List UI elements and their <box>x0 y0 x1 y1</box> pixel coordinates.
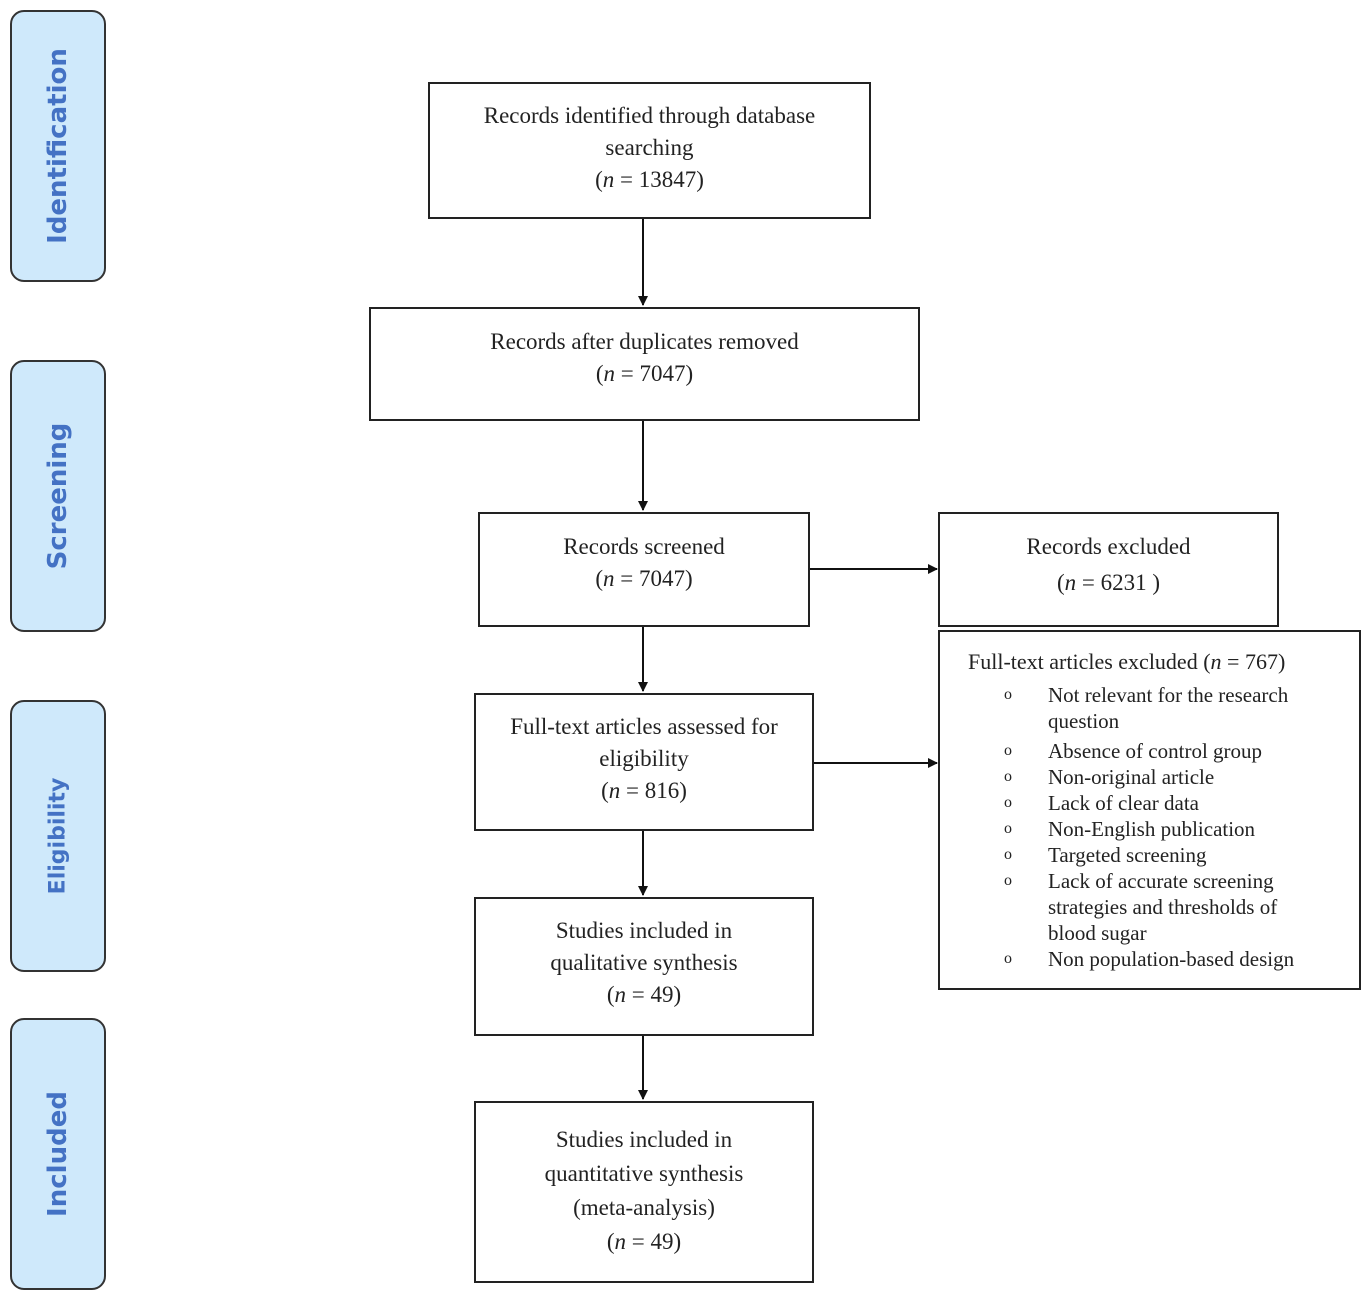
box-fulltext-assessed: Full-text articles assessed for eligibil… <box>474 693 814 831</box>
exclusion-reason: o Targeted screening <box>1004 843 1207 867</box>
box-records-excluded-line1: Records excluded <box>1026 534 1191 559</box>
exclusion-reason: o Absence of control group <box>1004 739 1263 763</box>
box-duplicates-removed: Records after duplicates removed (n = 70… <box>369 307 920 421</box>
box-records-identified-line2: searching <box>605 135 694 160</box>
phase-included: Included <box>10 1018 106 1290</box>
exclusion-reason: o Non-original article <box>1004 765 1215 789</box>
bullet-icon: o <box>1004 820 1012 837</box>
bullet-icon: o <box>1004 742 1012 759</box>
fulltext-excluded-title: Full-text articles excluded (n = 767) <box>968 649 1286 674</box>
box-records-screened-count: (n = 7047) <box>595 566 693 591</box>
box-quantitative-line3: (meta-analysis) <box>573 1195 715 1220</box>
phase-eligibility: Eligibility <box>10 700 106 972</box>
exclusion-reason: o Non-English publication <box>1004 817 1256 841</box>
box-quantitative-line1: Studies included in <box>555 1127 733 1152</box>
box-records-identified: Records identified through database sear… <box>428 82 871 219</box>
exclusion-reason: o Lack of clear data <box>1004 791 1199 815</box>
bullet-icon: o <box>1004 872 1012 889</box>
box-records-screened-line1: Records screened <box>563 534 725 559</box>
box-qualitative-synthesis: Studies included in qualitative synthesi… <box>474 897 814 1036</box>
bullet-icon: o <box>1004 846 1012 863</box>
exclusion-reasons-list: o Not relevant for the research question… <box>940 682 1359 972</box>
bullet-icon: o <box>1004 794 1012 811</box>
box-fulltext-excluded: Full-text articles excluded (n = 767) o … <box>938 630 1361 990</box>
bullet-icon: o <box>1004 950 1012 967</box>
phase-identification: Identification <box>10 10 106 282</box>
exclusion-reason: o Lack of accurate screening strategies … <box>1004 869 1278 945</box>
box-fulltext-assessed-line1: Full-text articles assessed for <box>510 714 778 739</box>
box-quantitative-line2: quantitative synthesis <box>544 1161 744 1186</box>
box-fulltext-assessed-count: (n = 816) <box>601 778 687 803</box>
box-quantitative-synthesis: Studies included in quantitative synthes… <box>474 1101 814 1283</box>
exclusion-reason: o Non population-based design <box>1004 947 1295 971</box>
box-records-identified-count: (n = 13847) <box>595 167 704 192</box>
box-qualitative-line1: Studies included in <box>555 918 733 943</box>
box-records-identified-line1: Records identified through database <box>483 103 816 128</box>
box-fulltext-assessed-line2: eligibility <box>599 746 689 771</box>
box-records-screened: Records screened (n = 7047) <box>478 512 810 627</box>
box-records-excluded: Records excluded (n = 6231 ) <box>938 512 1279 627</box>
box-quantitative-count: (n = 49) <box>606 1229 682 1254</box>
exclusion-reason: o Not relevant for the research question <box>1004 683 1289 733</box>
bullet-icon: o <box>1004 768 1012 785</box>
box-duplicates-removed-count: (n = 7047) <box>595 361 694 386</box>
phase-screening: Screening <box>10 360 106 632</box>
box-qualitative-line2: qualitative synthesis <box>550 950 738 975</box>
box-duplicates-removed-line1: Records after duplicates removed <box>490 329 799 354</box>
box-qualitative-count: (n = 49) <box>606 982 682 1007</box>
bullet-icon: o <box>1004 686 1012 703</box>
box-records-excluded-count: (n = 6231 ) <box>1056 570 1161 595</box>
